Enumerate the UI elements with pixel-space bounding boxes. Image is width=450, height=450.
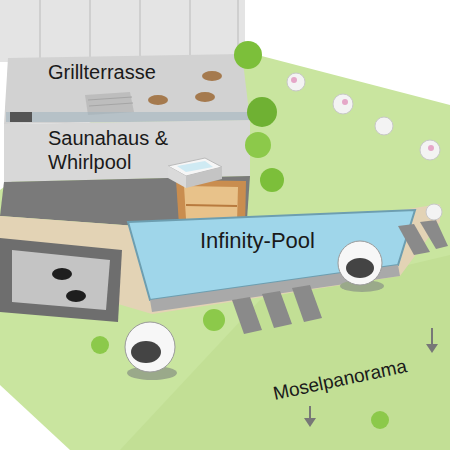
building-facade <box>0 0 245 62</box>
pod-chairs <box>125 241 384 380</box>
lawn <box>0 40 450 450</box>
trees-shape <box>91 336 109 354</box>
area-label: Grillterrasse <box>48 60 156 84</box>
grill-terrace <box>4 54 250 124</box>
wooden-deck-shape <box>0 204 440 314</box>
flower-bushes-shape <box>420 140 440 160</box>
grill-terrace-shape <box>89 103 133 106</box>
area-label: Saunahaus & Whirlpool <box>48 126 198 174</box>
wooden-deck <box>0 204 440 314</box>
grill-terrace-shape <box>6 112 250 122</box>
trees-shape <box>245 132 271 158</box>
view-arrows-shape <box>431 328 433 346</box>
pod-chairs-shape <box>125 322 175 372</box>
trees-shape <box>371 411 389 429</box>
sun-loungers-shape <box>292 285 322 322</box>
pod-chairs-shape <box>346 258 374 278</box>
flower-bushes <box>287 73 442 220</box>
grill-terrace-shape <box>85 92 134 115</box>
sun-loungers-shape <box>262 291 292 328</box>
grill-terrace-shape <box>148 95 168 105</box>
lounge-sofa-shape <box>0 238 122 322</box>
view-arrows-shape <box>304 418 316 427</box>
area-label: Infinity-Pool <box>200 228 315 254</box>
lounge-sofa <box>0 238 122 322</box>
flower-bushes-shape <box>287 73 305 91</box>
trees-shape <box>234 41 262 69</box>
trees-shape <box>203 309 225 331</box>
flower-bushes-shape <box>428 145 434 151</box>
building-facade-shape <box>89 0 91 58</box>
grill-terrace-shape <box>202 71 222 81</box>
whirlpool <box>168 158 222 188</box>
pod-chairs-shape <box>338 241 382 285</box>
sun-loungers-shape <box>232 297 262 334</box>
flower-bushes-shape <box>333 94 353 114</box>
sun-loungers-shape <box>420 220 448 249</box>
building-facade-shape <box>139 0 141 58</box>
flower-bushes-shape <box>375 117 393 135</box>
building-facade-shape <box>189 0 191 58</box>
sauna-house <box>0 120 250 234</box>
grill-terrace-shape <box>4 54 250 124</box>
view-arrows-shape <box>426 344 438 353</box>
lounge-sofa-shape <box>66 290 86 302</box>
grill-terrace-shape <box>10 112 32 122</box>
lounge-sofa-shape <box>52 268 72 280</box>
sauna-house-shape <box>184 186 238 222</box>
trees-shape <box>260 168 284 192</box>
flower-bushes-shape <box>291 77 297 83</box>
view-arrows-shape <box>309 406 311 420</box>
lawn-shape <box>0 40 450 450</box>
sauna-house-shape <box>186 205 237 206</box>
building-facade-shape <box>39 0 41 58</box>
lounge-sofa-shape <box>12 250 110 310</box>
building-facade-shape <box>0 0 245 62</box>
flower-bushes-shape <box>426 204 442 220</box>
flower-bushes-shape <box>342 99 348 105</box>
trees-shape <box>247 97 277 127</box>
pod-chairs-shape <box>131 341 161 363</box>
grill-terrace-shape <box>195 92 215 102</box>
whirlpool-shape <box>177 161 213 172</box>
grill-terrace-shape <box>88 97 132 100</box>
